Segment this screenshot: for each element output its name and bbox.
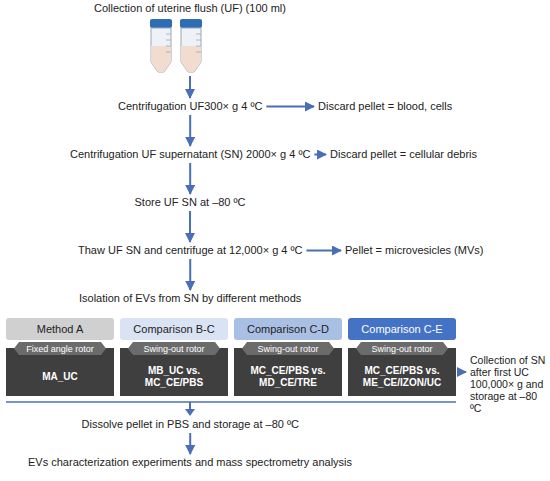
node-text: Thaw UF SN and centrifuge at 12,000× g 4… <box>78 244 302 257</box>
flow-arrow <box>266 106 314 108</box>
method-header: Method A <box>6 318 114 340</box>
flow-arrow <box>306 250 341 252</box>
node-text: Isolation of EVs from SN by different me… <box>79 292 301 305</box>
node-text: MA_UC <box>42 371 78 383</box>
rotor-tag: Fixed angle rotor <box>14 342 106 355</box>
collector-arrow-head <box>185 409 195 416</box>
process-step: EVs characterization experiments and mas… <box>28 456 352 469</box>
process-step: Centrifugation UF supernatant (SN) 2000×… <box>70 148 310 161</box>
process-step: Dissolve pellet in PBS and storage at –8… <box>82 418 299 431</box>
side-output: Discard pellet = blood, cells <box>318 100 452 113</box>
node-text: Comparison C-D <box>247 323 329 335</box>
node-text: Comparison C-E <box>361 323 442 335</box>
node-text: Collection of uterine flush (UF) (100 ml… <box>94 2 286 15</box>
node-text: Comparison B-C <box>133 323 214 335</box>
node-text: Centrifugation UF300× g 4 ºC <box>118 100 262 113</box>
flow-arrow <box>189 115 191 146</box>
node-text: MC_CE/PBS vs. ME_CE/IZON/UC <box>354 365 450 389</box>
node-text: Discard pellet = blood, cells <box>318 100 452 113</box>
node-text: Discard pellet = cellular debris <box>330 148 477 161</box>
node-text: Swing-out rotor <box>257 344 318 354</box>
node-text: Collection of SN after first UC 100,000×… <box>470 354 548 414</box>
node-text: Dissolve pellet in PBS and storage at –8… <box>82 418 299 431</box>
flow-arrow <box>189 211 191 242</box>
tube-cap <box>180 19 202 28</box>
flow-arrow <box>189 76 191 98</box>
tube-graduation <box>196 34 201 52</box>
flow-arrow <box>460 371 466 373</box>
rotor-shape <box>356 342 448 355</box>
process-step: Isolation of EVs from SN by different me… <box>79 292 301 305</box>
collector-line <box>6 401 456 403</box>
collector-arrow <box>189 402 191 410</box>
flow-arrow <box>189 259 191 290</box>
flow-arrow <box>189 433 191 454</box>
rotor-tag: Swing-out rotor <box>356 342 448 355</box>
side-output: Discard pellet = cellular debris <box>330 148 477 161</box>
node-text: Method A <box>37 323 83 335</box>
node-text: Centrifugation UF supernatant (SN) 2000×… <box>70 148 310 161</box>
tube-illustration <box>150 19 202 72</box>
method-box: MC_CE/PBS vs. MD_CE/TRE <box>234 348 342 396</box>
method-box: MA_UC <box>6 348 114 396</box>
side-output: Collection of SN after first UC 100,000×… <box>470 354 548 414</box>
rotor-shape <box>128 342 220 355</box>
heading-node: Collection of uterine flush (UF) (100 ml… <box>94 2 286 74</box>
node-text: Pellet = microvesicles (MVs) <box>345 244 483 257</box>
flow-arrow <box>189 163 191 194</box>
tube-liquid <box>181 46 201 72</box>
tube-liquid <box>151 46 171 72</box>
process-step: Centrifugation UF300× g 4 ºC <box>118 100 262 113</box>
method-box: MB_UC vs. MC_CE/PBS <box>120 348 228 396</box>
node-text: EVs characterization experiments and mas… <box>28 456 352 469</box>
method-header: Comparison C-D <box>234 318 342 340</box>
tube-cap <box>150 19 172 28</box>
process-step: Store UF SN at –80 ºC <box>135 196 246 209</box>
node-text: Swing-out rotor <box>143 344 204 354</box>
method-header: Comparison B-C <box>120 318 228 340</box>
flow-arrow <box>314 154 326 156</box>
tube-body <box>151 28 171 72</box>
tube-graduation <box>166 34 171 52</box>
rotor-shape <box>14 342 106 355</box>
node-text: MB_UC vs. MC_CE/PBS <box>126 365 222 389</box>
node-text: Store UF SN at –80 ºC <box>135 196 246 209</box>
method-header: Comparison C-E <box>348 318 456 340</box>
rotor-shape <box>242 342 334 355</box>
node-text: Fixed angle rotor <box>26 344 94 354</box>
rotor-tag: Swing-out rotor <box>128 342 220 355</box>
process-step: Thaw UF SN and centrifuge at 12,000× g 4… <box>78 244 302 257</box>
node-text: MC_CE/PBS vs. MD_CE/TRE <box>240 365 336 389</box>
tube-body <box>181 28 201 72</box>
node-text: Swing-out rotor <box>371 344 432 354</box>
side-output: Pellet = microvesicles (MVs) <box>345 244 483 257</box>
rotor-tag: Swing-out rotor <box>242 342 334 355</box>
method-box: MC_CE/PBS vs. ME_CE/IZON/UC <box>348 348 456 396</box>
